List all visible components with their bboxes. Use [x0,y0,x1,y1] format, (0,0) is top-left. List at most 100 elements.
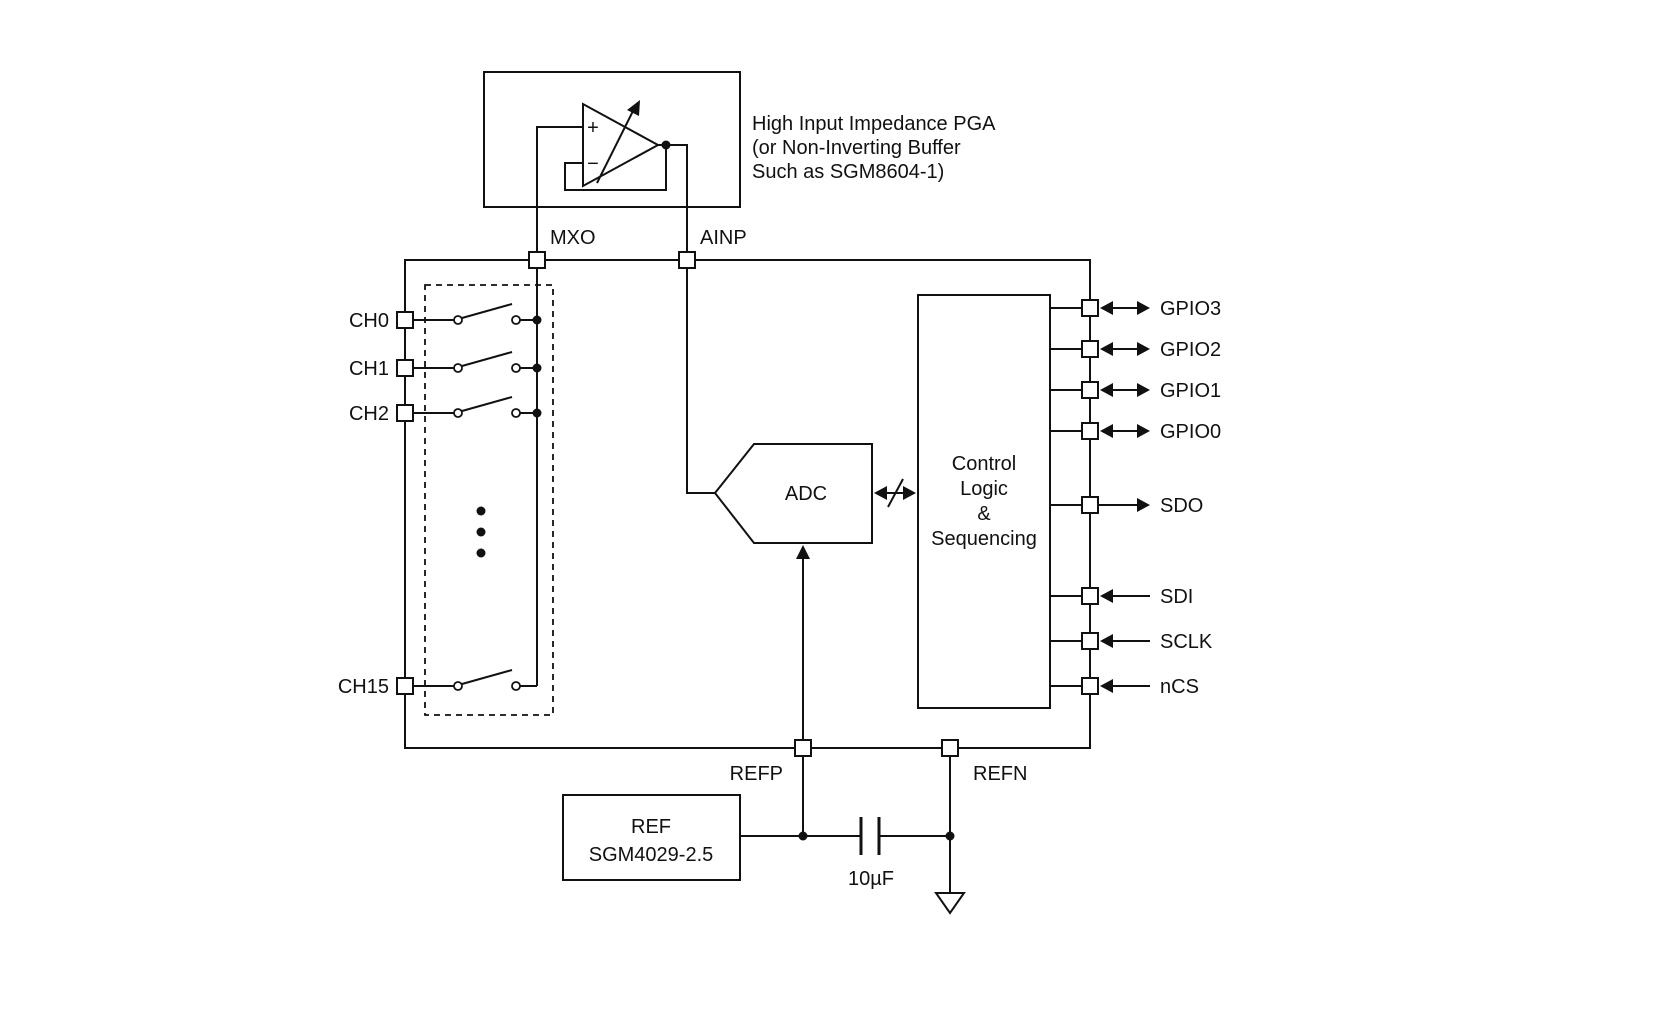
arrow-right-icon [1137,342,1150,356]
label-ch15: CH15 [338,676,389,698]
ellipsis-dot [476,506,486,516]
pin-sdo [1081,496,1099,514]
mux-dashed-box [424,284,554,716]
control-logic-line3: & [977,503,991,525]
pga-caption-line1: High Input Impedance PGA [752,113,996,135]
arrow-left-icon [1100,301,1113,315]
arrow-left-icon [1100,634,1113,648]
pin-gpio1 [1081,381,1099,399]
arrow-left-icon [1100,679,1113,693]
arrow-left-icon [1100,342,1113,356]
label-gpio0: GPIO0 [1160,421,1221,443]
ellipsis-dot [476,527,486,537]
switch-contact [453,408,463,418]
control-logic-line2: Logic [960,478,1008,500]
switch-contact [453,315,463,325]
opamp-triangle-icon [582,102,661,188]
ellipsis-dot [476,548,486,558]
pin-ch2 [396,404,414,422]
gain-arrow-line-icon [596,108,635,184]
opamp-feedback-wire [564,145,667,191]
junction-dot [532,315,542,325]
label-ch0: CH0 [349,310,389,332]
mux-switch-ch2 [413,396,542,418]
switch-contact [511,681,521,691]
pin-mxo [528,251,546,269]
switch-arm [461,303,513,319]
ainp-wire [658,144,688,252]
label-ch1: CH1 [349,358,389,380]
switch-arm [461,669,513,685]
pin-ch1 [396,359,414,377]
label-adc: ADC [785,483,827,505]
opamp-plus-icon: + [587,117,599,139]
mxo-wire [536,126,583,252]
arrow-right-icon [1137,498,1150,512]
control-logic-line1: Control [952,453,1016,475]
pin-gpio0 [1081,422,1099,440]
arrow-left-icon [1100,383,1113,397]
junction-dot [532,408,542,418]
pin-ch0 [396,311,414,329]
label-ch2: CH2 [349,403,389,425]
mux-switch-ch1 [413,351,542,373]
arrow-right-icon [1137,383,1150,397]
label-sdi: SDI [1160,586,1193,608]
mux-ellipsis [476,506,486,558]
gpio0-dir [1100,424,1150,438]
ref-block [562,794,741,881]
bus-arrowhead-left-icon [874,486,887,500]
label-gpio3: GPIO3 [1160,298,1221,320]
arrow-right-icon [1137,424,1150,438]
gpio3-dir [1100,301,1150,315]
switch-contact [511,408,521,418]
gpio2-dir [1100,342,1150,356]
pin-gpio2 [1081,340,1099,358]
label-mxo: MXO [550,227,596,249]
switch-arm [461,396,513,412]
pin-ncs [1081,677,1099,695]
label-sdo: SDO [1160,495,1203,517]
junction-dot [532,363,542,373]
pin-ainp [678,251,696,269]
arrow-left-icon [1100,589,1113,603]
ground-icon [934,892,966,915]
adc-block [713,443,873,544]
label-ainp: AINP [700,227,747,249]
switch-contact [453,681,463,691]
pin-sclk [1081,632,1099,650]
pin-refp [794,739,812,757]
label-refn: REFN [973,763,1027,785]
gain-arrowhead-icon [627,100,640,116]
bus-arrowhead-right-icon [903,486,916,500]
ref-block-line1: REF [631,816,671,838]
label-refp: REFP [730,763,783,785]
switch-contact [511,315,521,325]
label-sclk: SCLK [1160,631,1213,653]
ref-block-line2: SGM4029-2.5 [589,844,714,866]
arrow-left-icon [1100,424,1113,438]
sdi-dir [1100,589,1150,603]
ainp-to-adc-wire [686,268,715,494]
arrow-right-icon [1137,301,1150,315]
label-ncs: nCS [1160,676,1199,698]
pin-gpio3 [1081,299,1099,317]
switch-arm [461,351,513,367]
ncs-dir [1100,679,1150,693]
pga-caption-line2: (or Non-Inverting Buffer [752,137,961,159]
bus-width-slash-icon [887,478,904,508]
label-gpio2: GPIO2 [1160,339,1221,361]
pin-sdi [1081,587,1099,605]
pin-ch15 [396,677,414,695]
pin-refn [941,739,959,757]
opamp-minus-icon: − [587,153,599,175]
pga-caption-line3: Such as SGM8604-1) [752,161,944,183]
capacitor-icon [859,817,881,855]
sdo-dir [1098,498,1150,512]
mux-switch-ch0 [413,303,542,325]
mux-switch-ch15 [413,669,537,691]
label-gpio1: GPIO1 [1160,380,1221,402]
arrow-up-icon [796,545,810,559]
